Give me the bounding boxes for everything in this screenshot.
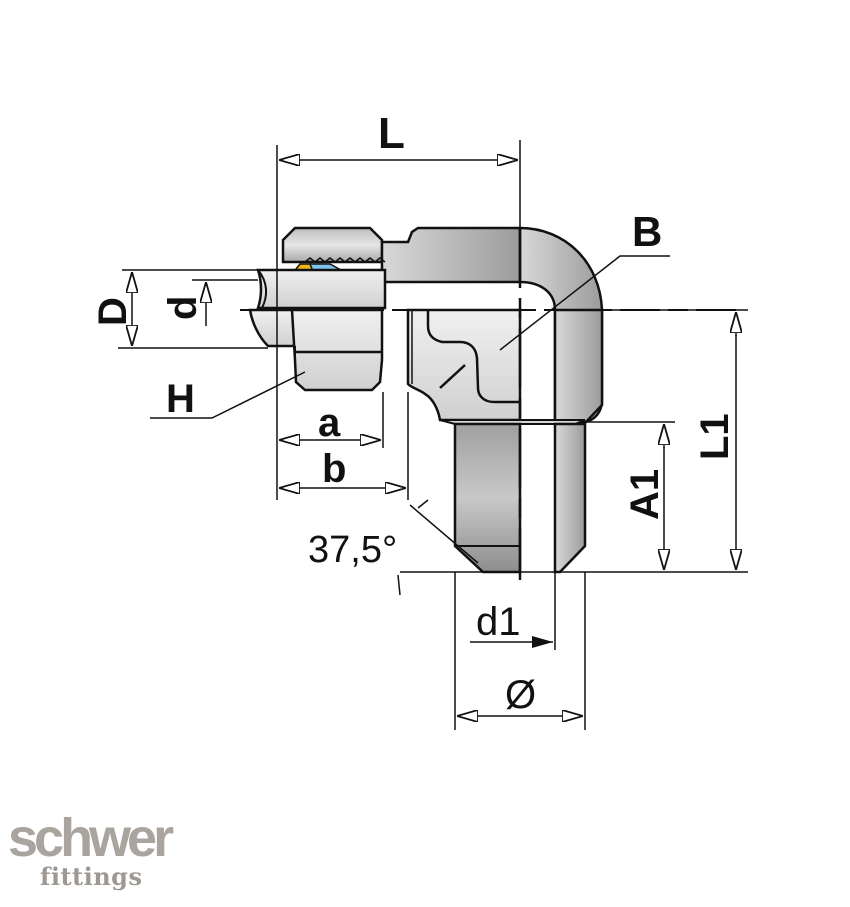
label-B: B bbox=[632, 208, 662, 255]
label-d: d bbox=[161, 296, 205, 320]
label-D: D bbox=[91, 297, 135, 326]
label-angle: 37,5° bbox=[308, 529, 397, 571]
brand-logo: schwer fittings bbox=[8, 808, 208, 891]
dimension-lines bbox=[118, 140, 748, 730]
brand-subtitle: fittings bbox=[40, 862, 143, 891]
label-H: H bbox=[166, 377, 195, 421]
label-A1: A1 bbox=[623, 469, 667, 520]
label-b: b bbox=[322, 447, 346, 491]
fitting-body bbox=[240, 226, 738, 580]
label-d1: d1 bbox=[476, 600, 521, 644]
label-L: L bbox=[378, 109, 405, 158]
brand-name: schwer bbox=[8, 808, 174, 868]
label-a: a bbox=[318, 401, 341, 445]
label-L1: L1 bbox=[693, 413, 737, 460]
label-diameter: Ø bbox=[505, 673, 536, 717]
